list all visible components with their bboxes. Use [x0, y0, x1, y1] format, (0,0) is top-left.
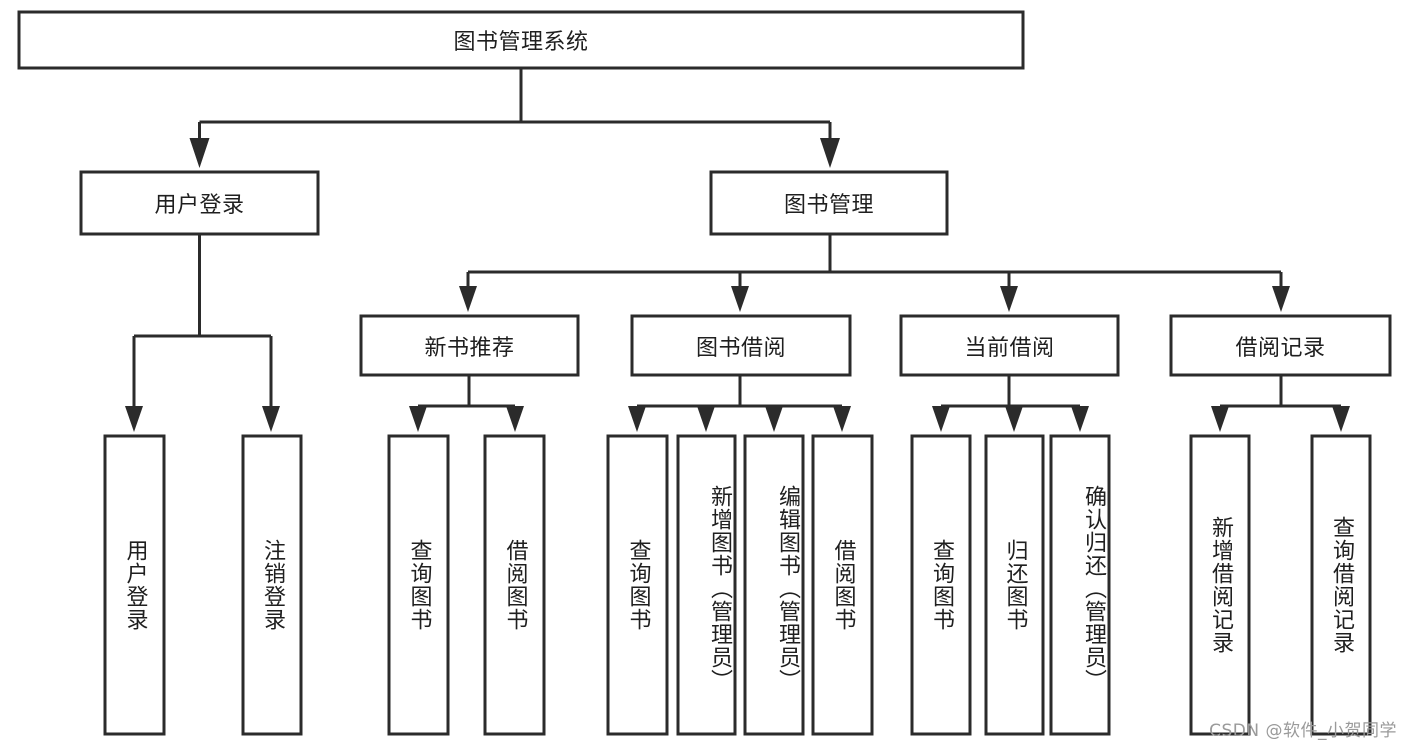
connector-user-login-to-leaves — [125, 234, 280, 432]
node-box-leaf-edit-book[interactable] — [743, 434, 805, 736]
arrow-head-leaf-add-record — [1211, 406, 1229, 432]
node-box-leaf-borrow-book-2[interactable] — [811, 434, 874, 736]
connector-book-management-to-level3 — [459, 234, 1290, 312]
arrow-head-new-book-recommend — [459, 286, 477, 312]
node-box-leaf-query-book-3[interactable] — [910, 434, 972, 736]
node-box-leaf-return-book[interactable] — [984, 434, 1045, 736]
node-box-leaf-query-book-1[interactable] — [387, 434, 450, 736]
node-box-leaf-query-record[interactable] — [1310, 434, 1372, 736]
arrow-head-borrow-record — [1272, 286, 1290, 312]
node-box-leaf-logout[interactable] — [241, 434, 303, 736]
node-box-user-login[interactable] — [79, 170, 320, 236]
node-box-leaf-user-login[interactable] — [103, 434, 166, 736]
node-box-leaf-query-book-2[interactable] — [606, 434, 669, 736]
connector-borrow-record-to-leaves — [1211, 375, 1350, 432]
node-box-book-borrow[interactable] — [630, 314, 852, 377]
node-box-leaf-add-book[interactable] — [676, 434, 737, 736]
arrow-head-leaf-query-book-2 — [628, 406, 646, 432]
node-box-leaf-borrow-book-1[interactable] — [483, 434, 546, 736]
arrow-head-leaf-query-record — [1332, 406, 1350, 432]
arrow-head-leaf-user-login — [125, 406, 143, 432]
node-box-new-book-recommend[interactable] — [359, 314, 580, 377]
connector-new-book-recommend-to-leaves — [409, 375, 524, 432]
node-box-leaf-confirm-return[interactable] — [1049, 434, 1111, 736]
arrow-head-leaf-add-book — [697, 406, 715, 432]
node-box-borrow-record[interactable] — [1169, 314, 1392, 377]
connector-book-borrow-to-leaves — [628, 375, 851, 432]
arrow-head-leaf-borrow-book-2 — [833, 406, 851, 432]
node-box-current-borrow[interactable] — [899, 314, 1120, 377]
arrow-head-leaf-logout — [262, 406, 280, 432]
node-box-book-management[interactable] — [709, 170, 949, 236]
arrow-head-leaf-query-book-3 — [932, 406, 950, 432]
connector-root-to-level2 — [189, 68, 840, 168]
connector-current-borrow-to-leaves — [932, 375, 1089, 432]
arrow-head-book-borrow — [731, 286, 749, 312]
csdn-watermark: CSDN @软件_小贺同学 — [1209, 721, 1397, 741]
arrow-head-current-borrow — [1000, 286, 1018, 312]
arrow-head-leaf-confirm-return — [1071, 406, 1089, 432]
arrow-head-leaf-borrow-book-1 — [506, 406, 524, 432]
arrow-head-user-login — [189, 138, 210, 168]
arrow-head-book-management — [820, 138, 840, 168]
arrow-head-leaf-query-book-1 — [409, 406, 427, 432]
node-box-leaf-add-record[interactable] — [1189, 434, 1251, 736]
node-box-root[interactable] — [17, 10, 1025, 70]
arrow-head-leaf-return-book — [1005, 406, 1023, 432]
arrow-head-leaf-edit-book — [765, 406, 783, 432]
